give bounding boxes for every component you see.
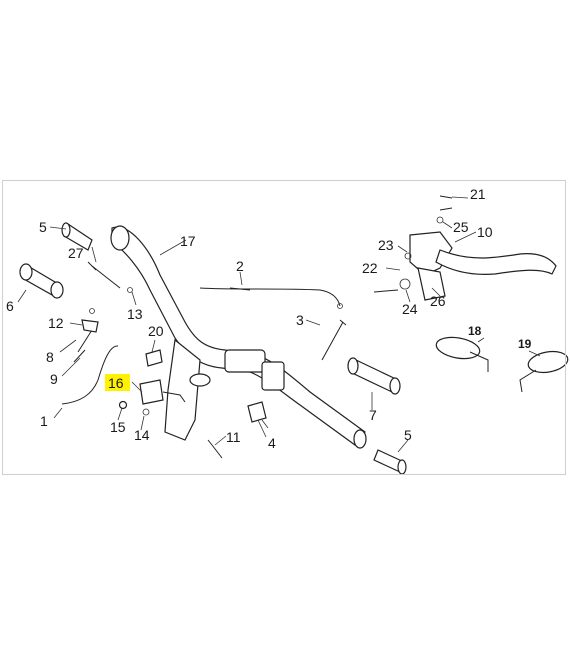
diagram-frame bbox=[2, 180, 566, 475]
bar-end-left bbox=[61, 222, 93, 251]
label-16: 16 bbox=[108, 375, 124, 391]
label-11: 11 bbox=[226, 429, 241, 445]
mirror-19 bbox=[519, 350, 569, 393]
label-15: 15 bbox=[110, 419, 126, 435]
label-20: 20 bbox=[148, 323, 164, 339]
label-26: 26 bbox=[430, 293, 446, 309]
label-25: 25 bbox=[453, 219, 469, 235]
label-3: 3 bbox=[296, 312, 304, 328]
label-5b: 5 bbox=[404, 427, 412, 443]
screw-3 bbox=[321, 319, 347, 361]
label-5a: 5 bbox=[39, 219, 47, 235]
lever-assembly bbox=[373, 195, 557, 301]
label-27: 27 bbox=[68, 245, 84, 261]
label-7: 7 bbox=[369, 407, 377, 423]
label-1: 1 bbox=[40, 413, 48, 429]
right-grip bbox=[347, 357, 401, 395]
handlebar-tube bbox=[110, 225, 367, 449]
left-cable-assembly bbox=[61, 261, 121, 405]
label-4: 4 bbox=[268, 435, 276, 451]
clamp-assembly bbox=[118, 287, 223, 459]
label-6: 6 bbox=[6, 298, 14, 314]
mirror-18 bbox=[435, 336, 489, 372]
label-8: 8 bbox=[46, 349, 54, 365]
leader-lines bbox=[17, 196, 541, 453]
label-13: 13 bbox=[127, 306, 143, 322]
label-21: 21 bbox=[470, 186, 486, 202]
switch-4 bbox=[247, 401, 269, 429]
label-23: 23 bbox=[378, 237, 394, 253]
part-labels: 5 6 17 2 3 4 7 5 1 8 9 12 27 13 14 15 16… bbox=[6, 186, 532, 451]
label-14: 14 bbox=[134, 427, 150, 443]
label-24: 24 bbox=[402, 301, 418, 317]
label-18: 18 bbox=[468, 324, 482, 338]
label-9: 9 bbox=[50, 371, 58, 387]
label-2: 2 bbox=[236, 258, 244, 274]
cable-2 bbox=[199, 287, 343, 309]
label-12: 12 bbox=[48, 315, 64, 331]
label-19: 19 bbox=[518, 337, 532, 351]
label-10: 10 bbox=[477, 224, 493, 240]
label-22: 22 bbox=[362, 260, 378, 276]
left-grip bbox=[19, 263, 64, 299]
highlight-16 bbox=[105, 374, 130, 391]
label-17: 17 bbox=[180, 233, 196, 249]
